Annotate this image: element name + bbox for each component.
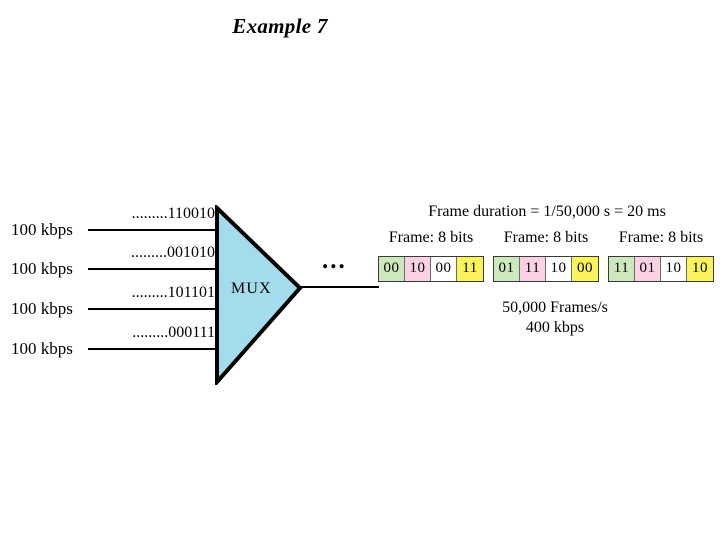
- frame-duration-caption: Frame duration = 1/50,000 s = 20 ms: [428, 203, 666, 220]
- input-line-1: [88, 229, 218, 231]
- input-bitstream-3: .........101101: [131, 284, 215, 301]
- frame-3: 11 01 10 10: [608, 256, 714, 282]
- input-rate-label-4: 100 kbps: [11, 339, 73, 358]
- slide-title: Example 7: [232, 14, 328, 38]
- frame-1-cell-3: 00: [431, 257, 457, 281]
- frame-rate-caption: 50,000 Frames/s: [502, 299, 608, 316]
- mux-triangle-shape: [215, 205, 303, 385]
- input-line-2: [88, 268, 218, 270]
- frame-3-cell-4: 10: [687, 257, 713, 281]
- mux-output-line: [299, 286, 379, 288]
- mux-label: MUX: [231, 280, 272, 297]
- frame-header-1: Frame: 8 bits: [388, 229, 474, 246]
- input-rate-label-2: 100 kbps: [11, 259, 73, 278]
- frame-1: 00 10 00 11: [378, 256, 484, 282]
- frame-2-cell-4: 00: [572, 257, 598, 281]
- frame-3-cell-3: 10: [661, 257, 687, 281]
- frame-2-cell-2: 11: [520, 257, 546, 281]
- frame-1-cell-1: 00: [379, 257, 405, 281]
- input-line-3: [88, 308, 218, 310]
- frame-1-cell-2: 10: [405, 257, 431, 281]
- frame-2-cell-3: 10: [546, 257, 572, 281]
- input-bitstream-4: .........000111: [132, 324, 215, 341]
- input-rate-label-3: 100 kbps: [11, 299, 73, 318]
- input-rate-label-1: 100 kbps: [11, 220, 73, 239]
- ellipsis-icon: ...: [322, 247, 347, 274]
- frame-1-cell-4: 11: [457, 257, 483, 281]
- input-bitstream-1: .........110010: [131, 205, 215, 222]
- frame-2: 01 11 10 00: [493, 256, 599, 282]
- frame-3-cell-2: 01: [635, 257, 661, 281]
- frame-3-cell-1: 11: [609, 257, 635, 281]
- input-line-4: [88, 348, 218, 350]
- mux-triangle: [214, 205, 304, 385]
- line-rate-caption: 400 kbps: [525, 319, 585, 336]
- input-bitstream-2: .........001010: [131, 244, 215, 261]
- frame-header-3: Frame: 8 bits: [618, 229, 704, 246]
- frame-header-2: Frame: 8 bits: [503, 229, 589, 246]
- frame-2-cell-1: 01: [494, 257, 520, 281]
